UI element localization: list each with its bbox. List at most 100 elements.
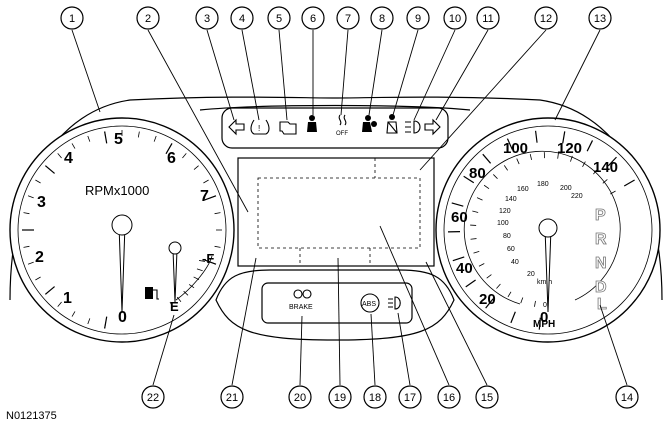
seatbelt-icon xyxy=(307,115,317,132)
callout-circle-2 xyxy=(136,6,160,30)
kmh-tick-12 xyxy=(492,174,498,179)
fuel-gauge: -F E xyxy=(145,241,214,314)
fuel-full-label: -F xyxy=(202,251,214,266)
callout-circle-3 xyxy=(195,6,219,30)
callout-circle-8 xyxy=(370,6,394,30)
mph-number-40: 40 xyxy=(456,260,473,277)
callout-label-15: 15 xyxy=(481,392,493,404)
right-turn-signal-icon xyxy=(424,118,441,136)
tach-minor-tick-6 xyxy=(27,261,34,265)
tach-minor-tick-2 xyxy=(71,311,76,317)
kmh-tick-7 xyxy=(470,238,477,240)
callout-label-9: 9 xyxy=(415,13,421,25)
kmh-tick-21 xyxy=(602,179,608,184)
tachometer-needle-hub xyxy=(111,214,133,236)
fog-lamp-icon xyxy=(388,296,401,310)
callout-circle-22 xyxy=(141,385,165,409)
tachometer-bezel xyxy=(17,125,227,335)
callout-circle-15 xyxy=(475,385,499,409)
seatbelt-reminder-icon xyxy=(386,114,398,134)
gear-r: R xyxy=(595,231,607,248)
fuel-tick-3 xyxy=(188,284,195,289)
callout-label-19: 19 xyxy=(334,392,346,404)
kmh-tick-20 xyxy=(593,169,598,175)
kmh-number-40: 40 xyxy=(511,259,519,266)
speed-major-tick-8 xyxy=(482,153,492,164)
lower-indicator-box xyxy=(261,282,413,324)
speed-major-tick-11 xyxy=(562,131,566,144)
fuel-gauge-needle-hub xyxy=(168,241,182,255)
callout-circle-20 xyxy=(288,385,312,409)
callout-label-3: 3 xyxy=(204,13,210,25)
callout-label-14: 14 xyxy=(621,392,633,404)
callout-label-22: 22 xyxy=(147,392,159,404)
callout-label-8: 8 xyxy=(379,13,385,25)
mph-number-20: 20 xyxy=(479,291,496,308)
kmh-tick-18 xyxy=(570,155,573,162)
callout-label-16: 16 xyxy=(443,392,455,404)
fuel-tick-4 xyxy=(183,290,189,296)
kmh-number-20: 20 xyxy=(527,271,535,278)
callout-label-12: 12 xyxy=(540,13,552,25)
speedometer-ticks xyxy=(448,130,635,330)
kmh-tick-0 xyxy=(534,300,536,307)
callout-label-2: 2 xyxy=(145,13,151,25)
speed-major-tick-6 xyxy=(451,202,464,207)
traction-control-off-icon: OFF xyxy=(336,114,348,137)
mph-number-100: 100 xyxy=(503,140,528,157)
speed-major-tick-14 xyxy=(623,179,635,187)
callout-label-20: 20 xyxy=(294,392,306,404)
mph-number-140: 140 xyxy=(593,159,618,176)
airbag-icon xyxy=(362,115,377,132)
mph-number-120: 120 xyxy=(557,140,582,157)
check-engine-icon xyxy=(279,121,297,135)
tach-minor-tick-10 xyxy=(27,195,34,199)
tach-number-3: 3 xyxy=(37,194,46,211)
kmh-number-180: 180 xyxy=(537,181,549,188)
callout-circle-9 xyxy=(406,6,430,30)
tach-minor-tick-16 xyxy=(104,131,107,138)
tach-minor-tick-22 xyxy=(193,165,199,170)
callout-circle-17 xyxy=(398,385,422,409)
gear-d: D xyxy=(595,279,607,296)
gear-p: P xyxy=(595,207,606,224)
mph-unit-label: MPH xyxy=(533,319,555,330)
tach-number-4: 4 xyxy=(64,150,73,167)
kmh-tick-15 xyxy=(529,153,532,160)
kmh-tick-4 xyxy=(486,274,492,279)
callout-circle-6 xyxy=(301,6,325,30)
tach-number-7: 7 xyxy=(200,188,209,205)
warning-light-strip xyxy=(221,107,449,149)
fuel-empty-label: E xyxy=(170,299,179,314)
fuel-tick-5 xyxy=(176,296,182,303)
callout-circle-12 xyxy=(534,6,558,30)
kmh-tick-6 xyxy=(473,250,480,254)
gear-l: L xyxy=(597,296,607,313)
callout-circle-13 xyxy=(588,6,612,30)
kmh-tick-1 xyxy=(520,297,524,304)
callout-label-18: 18 xyxy=(369,392,381,404)
kmh-number-80: 80 xyxy=(503,233,511,240)
tach-minor-tick-18 xyxy=(137,131,140,138)
kmh-tick-11 xyxy=(483,184,490,190)
callout-circle-1 xyxy=(60,6,84,30)
speed-major-tick-13 xyxy=(607,156,617,167)
callout-circle-21 xyxy=(220,385,244,409)
message-center-inner xyxy=(257,177,421,249)
svg-text:!: ! xyxy=(258,124,260,133)
left-turn-signal-icon xyxy=(228,118,245,136)
tach-minor-tick-21 xyxy=(182,153,187,159)
kmh-number-140: 140 xyxy=(505,196,517,203)
kmh-number-120: 120 xyxy=(499,208,511,215)
callout-circle-14 xyxy=(615,385,639,409)
tachometer: 0 1 2 3 4 5 6 7 RPMx1000 xyxy=(9,117,235,343)
callout-circle-11 xyxy=(476,6,500,30)
fuel-gauge-ticks xyxy=(169,260,206,308)
fuel-tick-2 xyxy=(193,276,200,280)
callout-label-4: 4 xyxy=(239,13,245,25)
tach-minor-tick-25 xyxy=(214,212,221,215)
headlamp-icon xyxy=(405,120,421,134)
kmh-tick-3 xyxy=(496,283,501,289)
